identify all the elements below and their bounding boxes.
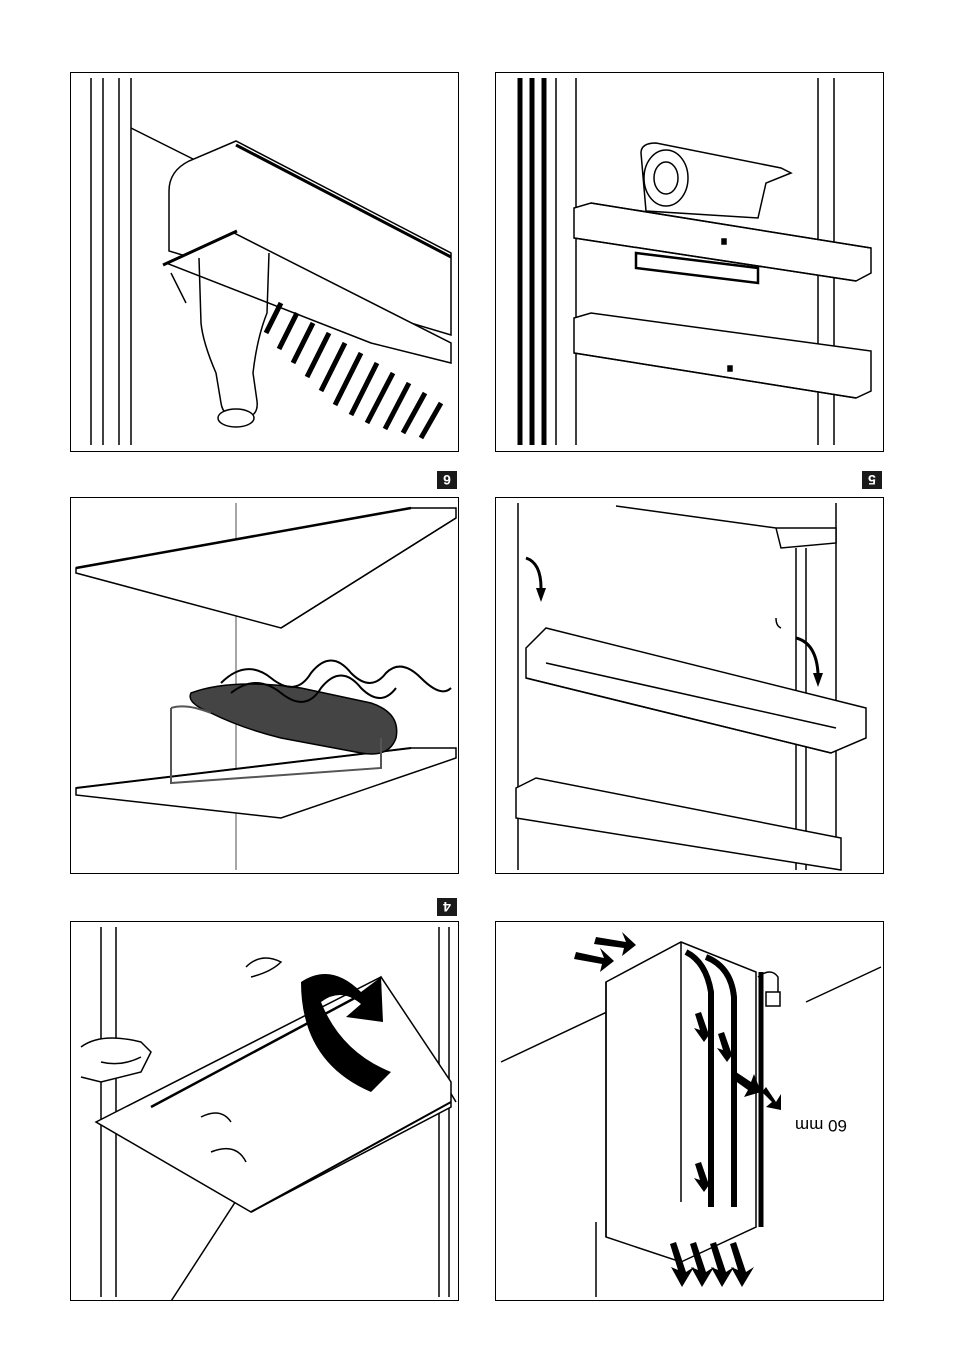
panel-ventilation-airflow: 60 mm (495, 921, 884, 1301)
glass-shelf-removal-icon (71, 922, 459, 1301)
door-shelves-icon (496, 73, 884, 452)
wine-bottle-under-shelf-icon (71, 73, 459, 452)
ventilation-clearance-label: 60 mm (795, 1115, 847, 1135)
figure-number-5: 5 (862, 471, 882, 489)
ventilation-airflow-icon (496, 922, 884, 1301)
wine-rack-icon (71, 498, 459, 874)
panel-door-shelves (495, 72, 884, 452)
figure-number-4: 4 (437, 898, 457, 916)
panel-door-shelf-removal (495, 497, 884, 874)
figure-number-6: 6 (437, 471, 457, 489)
panel-glass-shelf-removal (70, 921, 459, 1301)
door-shelf-removal-icon (496, 498, 884, 874)
panel-wine-rack (70, 497, 459, 874)
panel-bottle-under-shelf (70, 72, 459, 452)
